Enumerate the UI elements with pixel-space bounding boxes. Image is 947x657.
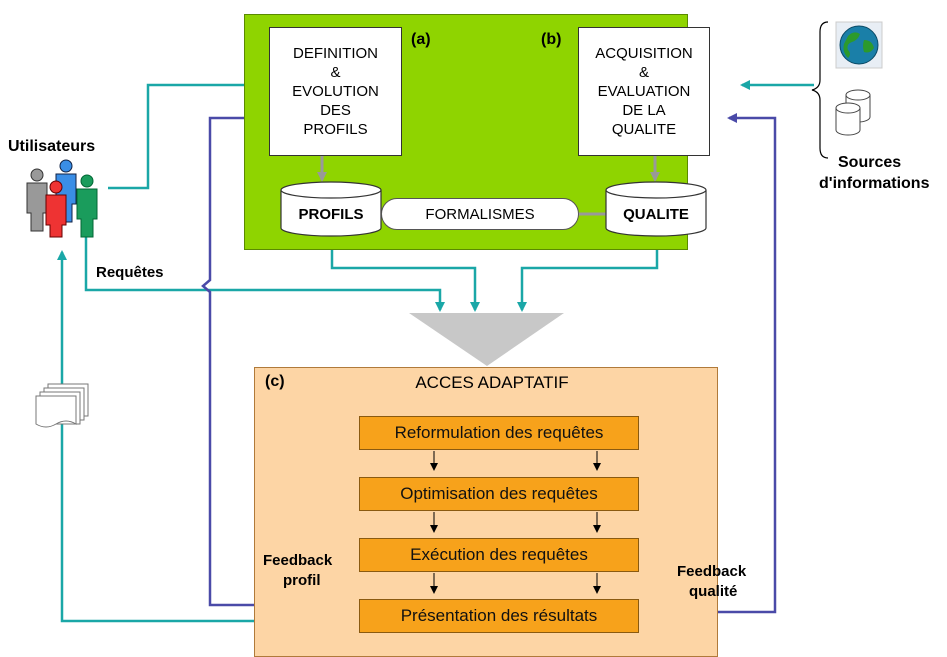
source-db-icon — [835, 89, 871, 136]
requetes-label: Requêtes — [96, 264, 164, 281]
profile-definition-box: DEFINITION & EVOLUTION DES PROFILS — [269, 27, 402, 156]
sources-label-line2: d'informations — [819, 175, 930, 192]
panel-a-tag: (a) — [411, 31, 431, 48]
acces-title: ACCES ADAPTATIF — [415, 373, 569, 392]
step-presentation: Présentation des résultats — [359, 599, 639, 633]
qualite-db-label: QUALITE — [623, 206, 689, 223]
step-optimisation: Optimisation des requêtes — [359, 477, 639, 511]
feedback-profil-label-2: profil — [283, 572, 321, 589]
qualite-db-icon — [605, 181, 707, 237]
profils-db-icon — [280, 181, 382, 237]
globe-icon — [835, 21, 883, 69]
step-reformulation: Reformulation des requêtes — [359, 416, 639, 450]
feedback-qualite-label-2: qualité — [689, 583, 738, 600]
requetes-arrow — [84, 232, 445, 312]
feedback-qualite-label-1: Feedback — [677, 563, 747, 580]
feedback-profil-arrow — [201, 113, 362, 607]
panel-c-tag: (c) — [265, 373, 285, 390]
users-label: Utilisateurs — [8, 138, 96, 155]
step-execution: Exécution des requêtes — [359, 538, 639, 572]
feedback-profil-label-1: Feedback — [263, 552, 333, 569]
sources-label-line1: Sources — [838, 154, 902, 171]
panel-b-tag: (b) — [541, 31, 562, 48]
qualite-to-funnel-arrow — [517, 232, 659, 312]
sources-brace — [811, 21, 829, 159]
quality-acquisition-box: ACQUISITION & EVALUATION DE LA QUALITE — [578, 27, 710, 156]
formalismes-pill: FORMALISMES — [381, 198, 579, 230]
profils-db-label: PROFILS — [298, 206, 364, 223]
users-to-profiles-arrow — [108, 80, 270, 190]
profils-to-funnel-arrow — [330, 232, 480, 312]
